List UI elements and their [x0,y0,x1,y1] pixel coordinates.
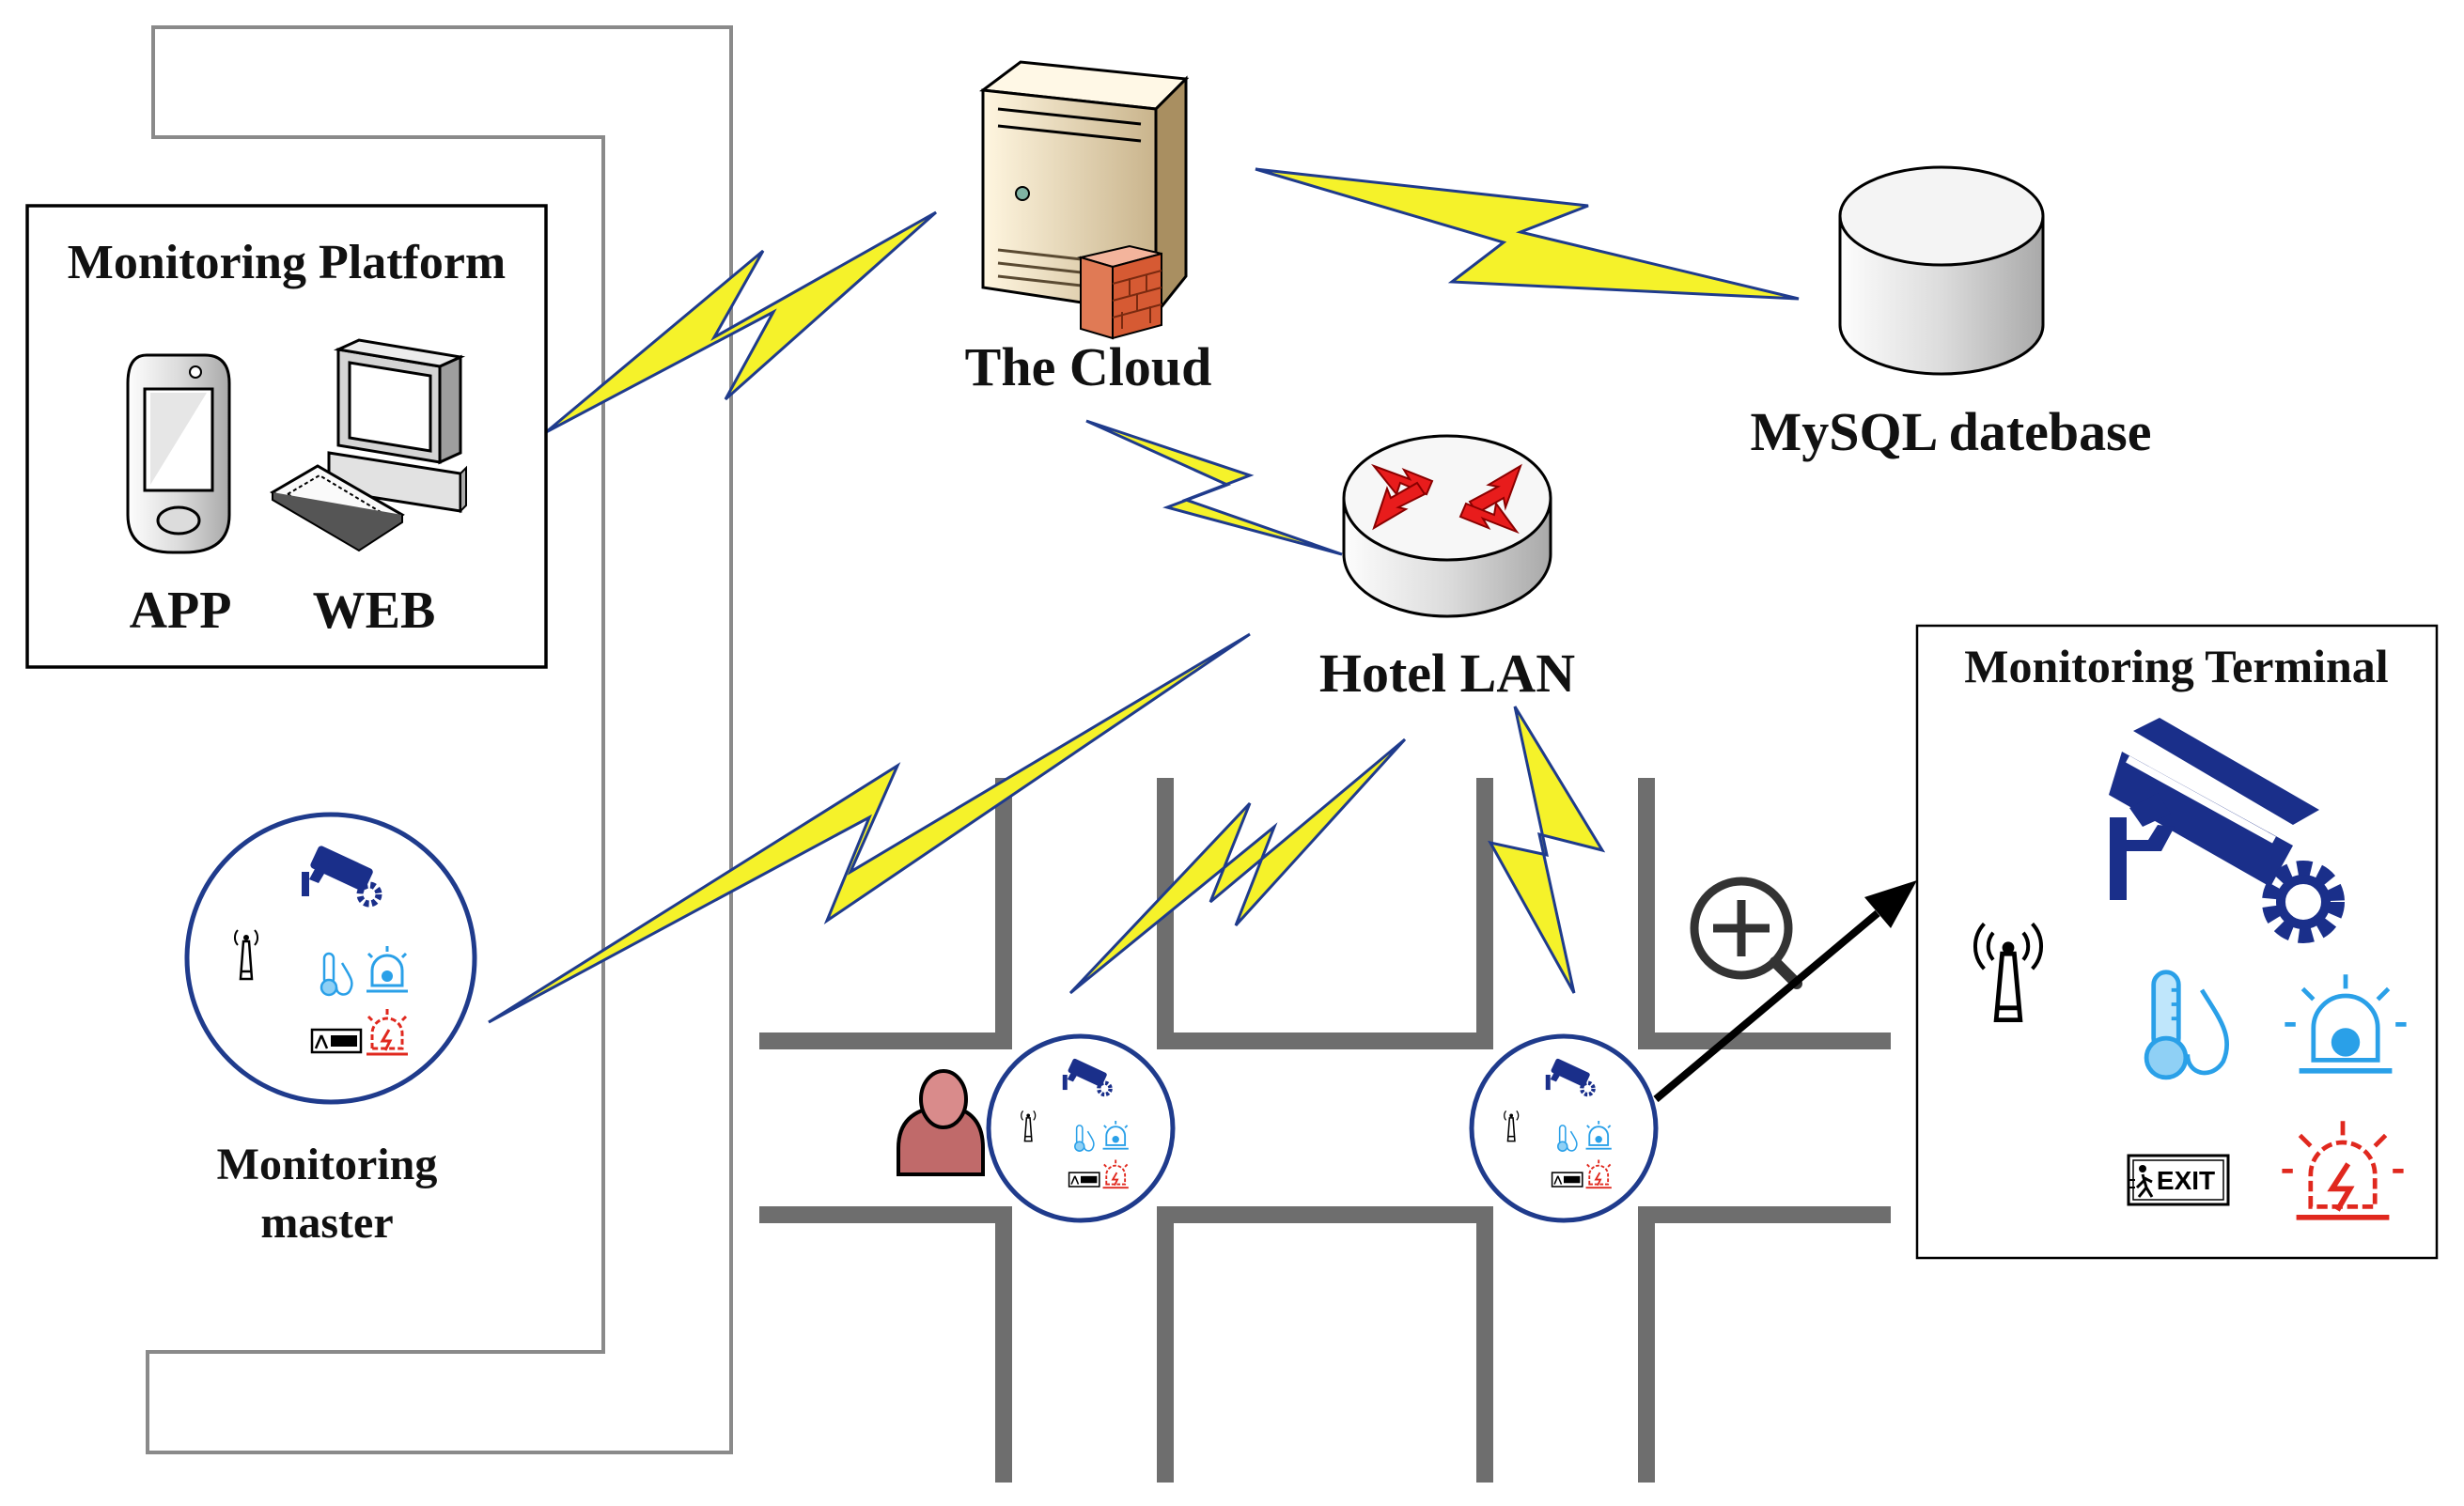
building-outline [146,25,733,1454]
desktop-computer-icon [270,338,467,552]
zoom-in-icon [1690,877,1802,989]
terminal-node-1 [986,1033,1176,1223]
person-icon [897,1069,985,1176]
exit-sign-icon [310,1028,363,1054]
link-platform-cloud [545,210,937,434]
link-cloud-lan [1085,419,1343,556]
cctv-camera-icon [2109,718,2319,900]
monitoring-platform-title: Monitoring Platform [68,236,506,289]
monitoring-master-label-line1: Monitoring [217,1140,438,1189]
wireless-links [488,167,1800,1024]
cloud-label: The Cloud [965,336,1212,397]
cloud-server: The Cloud [965,60,1212,397]
database-cylinder-icon [1838,165,2045,376]
monitoring-terminal-title: Monitoring Terminal [1964,640,2389,692]
link-cloud-database [1255,167,1800,301]
mysql-database: MySQL datebase [1751,165,2152,462]
exit-sign-text: EXIT [2157,1166,2215,1195]
exit-sign-icon: EXIT [2127,1154,2230,1206]
monitoring-terminal: Monitoring Terminal [1915,624,2439,1260]
antenna-icon [1973,922,2043,1023]
terminal-node-2 [1469,1033,1659,1223]
exit-sign-icon [1551,1172,1583,1188]
monitoring-platform: Monitoring Platform APP WEB [25,204,548,669]
app-label: APP [130,582,232,640]
server-icon [979,60,1190,340]
fire-alarm-icon [2282,1121,2404,1220]
monitoring-master-node: Monitoring master [184,812,477,1248]
alarm-light-icon [2285,974,2407,1074]
link-lan-node2 [1488,706,1606,994]
zoom-arrow [1653,880,1917,1103]
exit-sign-icon [1068,1172,1100,1188]
monitoring-master-label-line2: master [260,1198,393,1248]
temperature-humidity-icon [2144,970,2230,1080]
hotel-lan-router: Hotel LAN [1319,434,1575,704]
web-label: WEB [313,582,436,640]
settings-gear-icon [2262,861,2345,943]
database-label: MySQL datebase [1751,401,2152,462]
link-lan-node1 [1068,737,1407,995]
firewall-icon [1077,244,1162,340]
router-icon [1342,434,1552,618]
mobile-phone-icon [126,353,231,554]
link-lan-master [488,632,1251,1024]
hotel-lan-label: Hotel LAN [1319,643,1575,704]
